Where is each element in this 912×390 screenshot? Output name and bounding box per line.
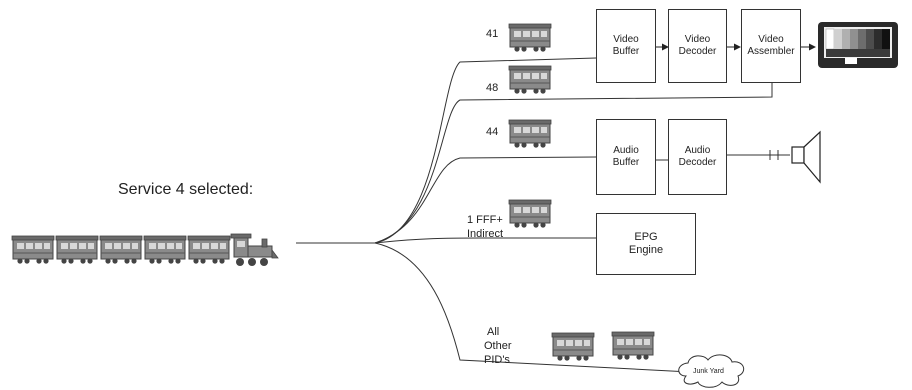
junk-yard-label: Junk Yard — [693, 368, 724, 375]
pid-label-pcr: 48 — [486, 82, 499, 94]
pid-label-other-line1: All — [487, 326, 500, 338]
video-buffer-box: Video Buffer — [596, 9, 656, 83]
branch-audio — [374, 156, 597, 244]
pid-label-other-line2: Other — [484, 340, 512, 352]
epg-engine-label: EPG Engine — [628, 230, 664, 256]
train-car-4 — [143, 235, 187, 265]
train-car-1 — [11, 235, 55, 265]
television-icon — [818, 22, 898, 68]
branch-epg — [374, 237, 596, 244]
branch-other — [374, 242, 691, 373]
video-assembler-label: Video Assembler — [747, 34, 795, 57]
train-car-3 — [99, 235, 143, 265]
audio-buffer-label: Audio Buffer — [612, 145, 640, 168]
speaker-icon — [791, 130, 821, 184]
car-pid-epg — [508, 199, 552, 229]
car-pid-44 — [508, 119, 552, 149]
car-other-2 — [611, 331, 655, 361]
pid-label-epg-line2: Indirect — [467, 228, 504, 240]
video-buffer-label: Video Buffer — [612, 34, 640, 57]
train-car-2 — [55, 235, 99, 265]
audio-buffer-box: Audio Buffer — [596, 119, 656, 195]
video-decoder-box: Video Decoder — [668, 9, 727, 83]
pid-label-audio: 44 — [486, 126, 499, 138]
epg-engine-box: EPG Engine — [596, 213, 696, 275]
selection-heading: Service 4 selected: — [118, 181, 254, 198]
pid-label-video: 41 — [486, 28, 499, 40]
audio-decoder-label: Audio Decoder — [678, 145, 717, 168]
locomotive-icon — [230, 233, 279, 266]
video-assembler-box: Video Assembler — [741, 9, 801, 83]
pid-label-epg-line1: 1 FFF+ — [467, 214, 503, 226]
car-pid-48 — [508, 65, 552, 95]
junk-yard-cloud-icon — [678, 354, 745, 388]
pid-label-other-line3: PID's — [484, 354, 510, 366]
audio-decoder-box: Audio Decoder — [668, 119, 727, 195]
video-decoder-label: Video Decoder — [678, 34, 717, 57]
car-other-1 — [551, 332, 595, 362]
train-car-5 — [187, 235, 231, 265]
car-pid-41 — [508, 23, 552, 53]
